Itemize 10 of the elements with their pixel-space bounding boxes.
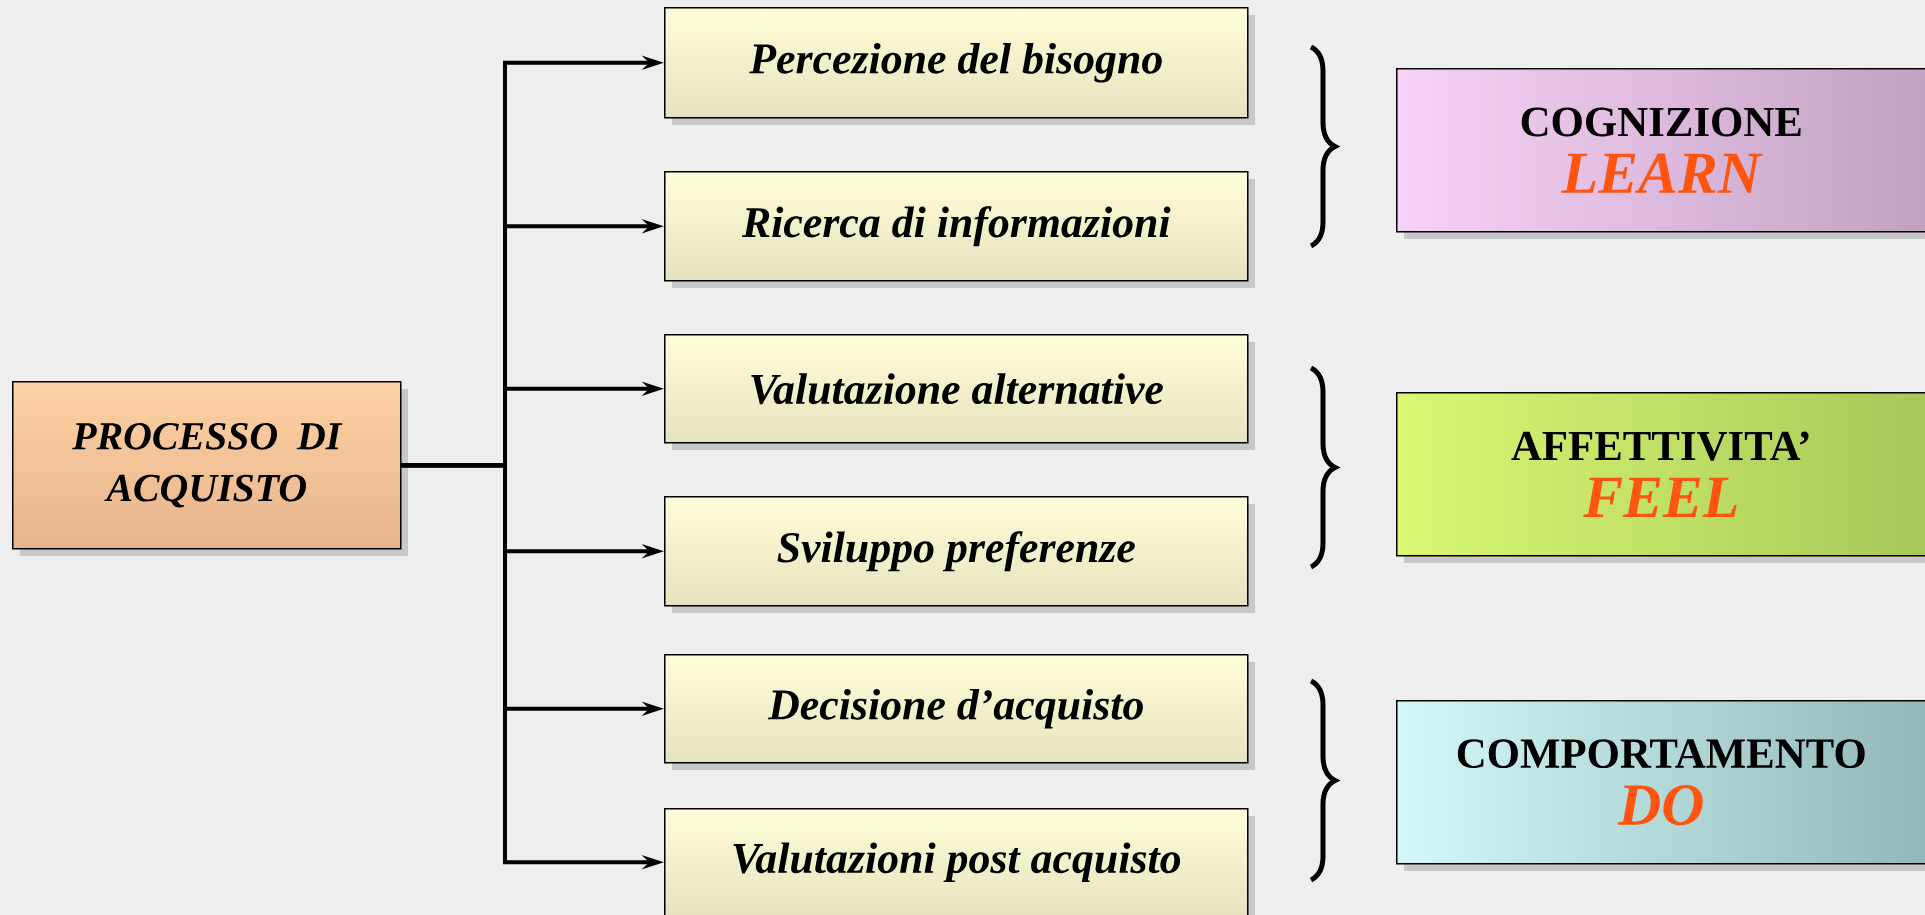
- process-box: Valutazione alternative: [664, 334, 1255, 450]
- process-box: Sviluppo preferenze: [664, 496, 1255, 613]
- process-box: Percezione del bisogno: [664, 7, 1255, 125]
- process-box: Ricerca di informazioni: [664, 171, 1255, 288]
- category-box: AFFETTIVITA’ FEEL: [1396, 392, 1925, 563]
- category-box: COGNIZIONE LEARN: [1396, 68, 1925, 239]
- process-box: Valutazioni post acquisto: [664, 808, 1255, 915]
- process-box: PROCESSO DI ACQUISTO: [12, 381, 408, 556]
- category-box: COMPORTAMENTO DO: [1396, 700, 1925, 871]
- process-box: Decisione d’acquisto: [664, 654, 1255, 770]
